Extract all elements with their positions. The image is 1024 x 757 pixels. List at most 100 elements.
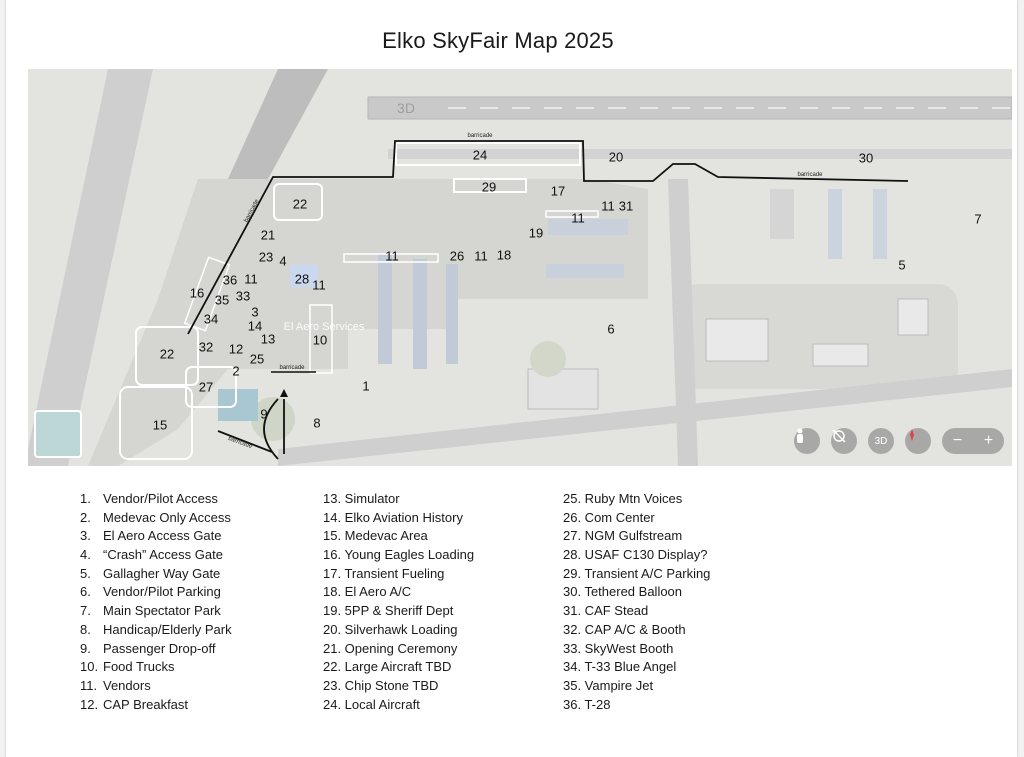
legend-column-2: 13. Simulator 14. Elko Aviation History …: [323, 490, 474, 714]
marker-18[interactable]: 18: [496, 247, 512, 263]
marker-7[interactable]: 7: [974, 211, 982, 227]
legend-item: 24. Local Aircraft: [323, 696, 420, 712]
legend-item: 35. Vampire Jet: [563, 677, 654, 693]
legend-item: 32. CAP A/C & Booth: [563, 621, 686, 637]
legend-item: 13. Simulator: [323, 491, 400, 506]
legend-item: 11.Vendors: [80, 677, 151, 693]
marker-12[interactable]: 12: [228, 341, 244, 357]
marker-35[interactable]: 35: [214, 292, 230, 308]
marker-5[interactable]: 5: [898, 257, 906, 273]
marker-34[interactable]: 34: [203, 311, 219, 327]
zoom-out-button[interactable]: −: [952, 432, 963, 449]
location-off-icon[interactable]: [831, 428, 857, 454]
legend-item: 21. Opening Ceremony: [323, 640, 458, 656]
legend-item: 7.Main Spectator Park: [80, 603, 221, 619]
marker-9[interactable]: 9: [260, 406, 268, 422]
runway-marking: 3D: [397, 100, 415, 116]
marker-3[interactable]: 3: [251, 304, 259, 320]
legend-column-1: 1.Vendor/Pilot Access 2.Medevac Only Acc…: [80, 490, 232, 714]
marker-31[interactable]: 31: [618, 198, 634, 214]
legend-item: 26. Com Center: [563, 509, 655, 525]
marker-22[interactable]: 22: [159, 346, 175, 362]
page-sheet: Elko SkyFair Map 2025: [6, 0, 1017, 757]
marker-32[interactable]: 32: [198, 339, 214, 355]
marker-24[interactable]: 24: [472, 147, 488, 163]
marker-2[interactable]: 2: [232, 363, 240, 379]
legend-item: 1.Vendor/Pilot Access: [80, 491, 218, 506]
marker-16[interactable]: 16: [189, 285, 205, 301]
marker-4[interactable]: 4: [279, 253, 287, 269]
marker-19[interactable]: 19: [528, 225, 544, 241]
marker-26[interactable]: 26: [449, 248, 465, 264]
marker-11[interactable]: 11: [312, 277, 326, 293]
marker-23[interactable]: 23: [258, 249, 274, 265]
marker-30[interactable]: 30: [858, 150, 874, 166]
legend-item: 6.Vendor/Pilot Parking: [80, 584, 221, 600]
marker-1[interactable]: 1: [362, 378, 370, 394]
legend-item: 34. T-33 Blue Angel: [563, 659, 677, 675]
marker-14[interactable]: 14: [247, 318, 263, 334]
marker-11[interactable]: 11: [571, 210, 585, 226]
legend-item: 16. Young Eagles Loading: [323, 547, 475, 563]
compass-icon: [910, 429, 914, 441]
marker-11[interactable]: 11: [385, 248, 399, 264]
pegman-icon: [797, 428, 803, 443]
view-3d-button[interactable]: 3D: [868, 428, 894, 454]
legend-item: 9.Passenger Drop-off: [80, 640, 216, 656]
marker-27[interactable]: 27: [198, 379, 214, 395]
legend-item: 2.Medevac Only Access: [80, 509, 231, 525]
marker-13[interactable]: 13: [260, 331, 276, 347]
marker-28[interactable]: 28: [294, 271, 310, 287]
zoom-control: − +: [942, 428, 1004, 454]
legend-item: 27. NGM Gulfstream: [563, 528, 683, 544]
marker-11[interactable]: 11: [244, 271, 258, 287]
legend-item: 22. Large Aircraft TBD: [323, 659, 452, 675]
legend-item: 28. USAF C130 Display?: [563, 547, 708, 563]
legend-item: 19. 5PP & Sheriff Dept: [323, 603, 454, 619]
legend-item: 36. T-28: [563, 696, 611, 712]
legend-item: 33. SkyWest Booth: [563, 640, 674, 656]
marker-17[interactable]: 17: [550, 183, 566, 199]
legend-column-3: 25. Ruby Mtn Voices 26. Com Center 27. N…: [563, 490, 710, 714]
legend-item: 23. Chip Stone TBD: [323, 677, 439, 693]
legend-item: 10.Food Trucks: [80, 659, 175, 675]
legend-item: 4.“Crash” Access Gate: [80, 547, 223, 563]
marker-25[interactable]: 25: [249, 351, 265, 367]
pegman-icon[interactable]: [794, 428, 820, 454]
marker-8[interactable]: 8: [313, 415, 321, 431]
marker-33[interactable]: 33: [235, 288, 251, 304]
legend-item: 20. Silverhawk Loading: [323, 621, 458, 637]
legend-item: 30. Tethered Balloon: [563, 584, 683, 600]
map-title: Elko SkyFair Map 2025: [382, 28, 614, 53]
marker-15[interactable]: 15: [152, 417, 168, 433]
marker-22[interactable]: 22: [292, 196, 308, 212]
barricade-label: barricade: [797, 172, 823, 178]
legend-item: 17. Transient Fueling: [323, 565, 445, 581]
legend-item: 29. Transient A/C Parking: [563, 565, 711, 581]
marker-11[interactable]: 11: [474, 248, 488, 264]
barricade-label: barricade: [467, 133, 493, 139]
marker-36[interactable]: 36: [222, 272, 238, 288]
marker-29[interactable]: 29: [481, 179, 497, 195]
map-imagery: [28, 69, 1012, 466]
marker-6[interactable]: 6: [607, 321, 615, 337]
marker-10[interactable]: 10: [312, 332, 328, 348]
compass-icon[interactable]: [905, 428, 931, 454]
marker-11[interactable]: 11: [601, 198, 615, 214]
legend-item: 3.El Aero Access Gate: [80, 528, 222, 544]
legend-item: 15. Medevac Area: [323, 528, 428, 544]
map-thumbnail[interactable]: [34, 410, 82, 458]
legend-item: 5.Gallagher Way Gate: [80, 565, 221, 581]
legend-item: 14. Elko Aviation History: [323, 509, 463, 525]
legend-item: 12.CAP Breakfast: [80, 696, 189, 712]
legend-item: 31. CAF Stead: [563, 603, 649, 619]
barricade-label: barricade: [279, 365, 305, 371]
location-off-icon: [832, 429, 846, 443]
legend-item: 18. El Aero A/C: [323, 584, 412, 600]
legend-item: 8.Handicap/Elderly Park: [80, 621, 232, 637]
marker-21[interactable]: 21: [260, 227, 276, 243]
aerial-map[interactable]: barricade barricade barricade barricade …: [28, 69, 1012, 466]
zoom-in-button[interactable]: +: [983, 432, 994, 449]
marker-20[interactable]: 20: [608, 149, 624, 165]
place-label: El Aero Services: [283, 321, 365, 333]
